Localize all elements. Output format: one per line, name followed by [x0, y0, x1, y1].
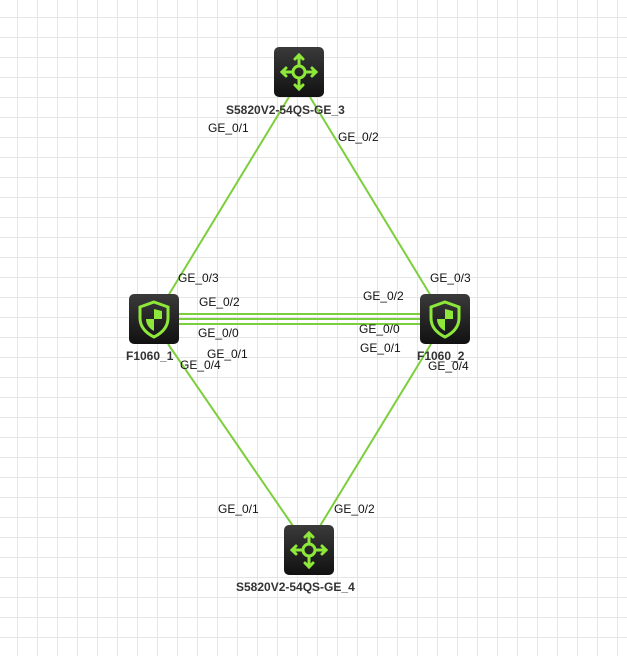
switch-s3[interactable]: [274, 47, 324, 97]
port-label: GE_0/4: [428, 359, 469, 373]
device-name: F1060_1: [126, 349, 174, 363]
link-s3-f2[interactable]: [309, 96, 432, 297]
device-name: F1060_2: [417, 349, 465, 363]
device-name: S5820V2-54QS-GE_3: [226, 103, 345, 117]
port-label: GE_0/2: [199, 295, 240, 309]
link-f1-s4[interactable]: [167, 343, 294, 527]
port-label: GE_0/1: [218, 502, 259, 516]
shield-icon: [138, 300, 170, 339]
port-label: GE_0/0: [198, 326, 239, 340]
device-name: S5820V2-54QS-GE_4: [236, 580, 355, 594]
port-label: GE_0/2: [338, 130, 379, 144]
port-label: GE_0/2: [334, 502, 375, 516]
port-label: GE_0/3: [178, 271, 219, 285]
port-label: GE_0/1: [360, 341, 401, 355]
switch-arrows-icon: [279, 52, 319, 92]
port-label: GE_0/4: [180, 358, 221, 372]
shield-icon: [429, 300, 461, 339]
port-label: GE_0/2: [363, 289, 404, 303]
port-label: GE_0/0: [359, 322, 400, 336]
firewall-f2[interactable]: [420, 294, 470, 344]
switch-arrows-icon: [289, 530, 329, 570]
port-label: GE_0/1: [207, 347, 248, 361]
port-label: GE_0/1: [208, 121, 249, 135]
firewall-f1[interactable]: [129, 294, 179, 344]
link-s3-f1[interactable]: [167, 96, 290, 297]
switch-s4[interactable]: [284, 525, 334, 575]
port-label: GE_0/3: [430, 271, 471, 285]
link-f2-s4[interactable]: [319, 343, 432, 527]
